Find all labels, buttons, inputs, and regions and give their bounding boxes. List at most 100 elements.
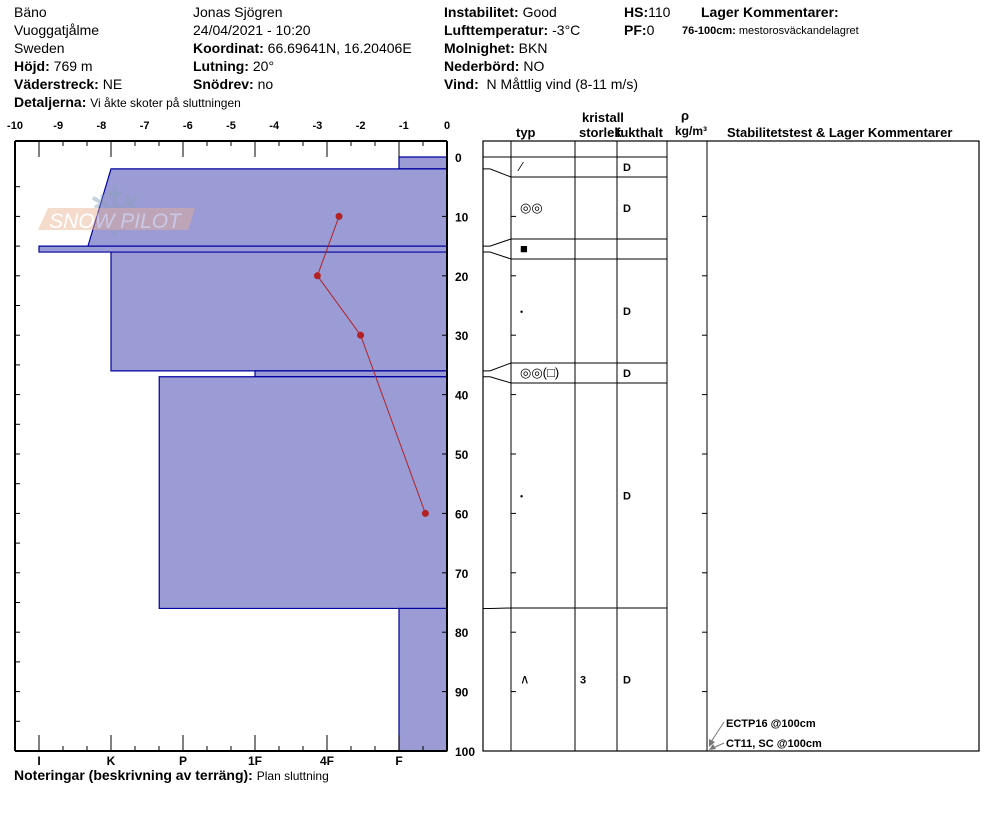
moisture: D [623,306,631,318]
grain-type-depth-hoar-icon: ∧ [520,672,530,687]
temp-tick-label: -3 [313,120,323,132]
layer-comment: 76-100cm: mestorosväckandelagret [682,23,859,39]
depth-tick-label: 40 [455,389,469,403]
precip-label: Nederbörd: [444,58,520,74]
moisture: D [623,491,631,503]
depth-tick-label: 90 [455,686,469,700]
depth-tick-label: 20 [455,270,469,284]
datetime: 24/04/2021 - 10:20 [193,22,311,38]
temp-tick-label: -4 [269,120,280,132]
stability-test-1: ECTP16 @100cm [726,718,816,730]
wind-label: Vind: [444,76,479,92]
notes-value: Plan sluttning [256,769,329,783]
hardness-tick-label: I [37,754,40,768]
aspect-label: Väderstreck: [14,76,99,92]
hardness-layer-6 [398,607,448,752]
elevation-value: 769 m [53,58,93,74]
temperature-point [335,212,343,220]
depth-tick-label: 70 [455,567,469,581]
wind-value: N Måttlig vind (8-11 m/s) [486,76,638,92]
precip-value: NO [523,58,545,74]
air-temp: Lufttemperatur: -3°C [444,22,580,38]
snowpilot-logo: ❄ SNOW PILOT [38,173,195,251]
header-size: storlek [579,125,622,140]
grain-type-melt-forms-faceted-icon: ◎◎(□) [520,365,559,380]
details-label: Detaljerna: [14,94,87,110]
sky: Molnighet: BKN [444,40,547,56]
hardness-layer-3 [110,251,448,372]
observer: Jonas Sjögren [193,4,283,20]
depth-tick-label: 30 [455,329,469,343]
temperature-point [421,509,429,517]
moisture: D [623,675,631,687]
elevation: Höjd: 769 m [14,58,93,74]
pf-label: PF: [624,22,647,38]
depth-tick-label: 50 [455,448,469,462]
grain-size: 3 [580,675,586,687]
stability-test-2: CT11, SC @100cm [726,738,822,750]
temp-tick-label: -5 [226,120,236,132]
header-moisture: fukthalt [616,125,664,140]
hs-value: 110 [648,4,671,20]
temp-tick-label: -1 [399,120,409,132]
details: Detaljerna: Vi åkte skoter på sluttninge… [14,94,241,111]
instability-label: Instabilitet: [444,4,519,20]
header-crystal: kristall [582,110,624,125]
drift: Snödrev: no [193,76,273,92]
hs-label: HS: [624,4,649,20]
instability-value: Good [522,4,557,20]
header-density: kg/m³ [675,124,707,138]
temp-tick-label: -6 [183,120,193,132]
header-rho: ρ [681,108,689,123]
layer-connector [483,251,512,260]
hs: HS:110 [624,4,670,20]
hardness-layer-5 [158,376,448,610]
grain-type-slash-icon: ⁄ [517,159,524,174]
airtemp-value: -3°C [552,22,581,38]
slope-label: Lutning: [193,58,249,74]
hardness-tick-label: 1F [248,754,262,768]
details-value: Vi åkte skoter på sluttningen [90,96,241,110]
instability: Instabilitet: Good [444,4,557,20]
layer-table [482,140,980,752]
hardness-tick-label: P [179,754,187,768]
hardness-tick-label: 4F [320,754,334,768]
hardness-layer-4 [254,370,448,378]
layer-comments-title: Lager Kommentarer: [701,4,839,20]
layer-connector [483,168,512,178]
depth-tick-label: 100 [455,745,475,759]
temperature-point [357,331,365,339]
arrow-icon [710,721,725,743]
grain-type-ice-icon: ■ [520,241,528,256]
layer-connector [483,376,512,384]
notes: Noteringar (beskrivning av terräng): Pla… [14,767,329,784]
coord-label: Koordinat: [193,40,264,56]
logo-text: SNOW PILOT [49,210,183,233]
location: Bäno [14,4,47,20]
moisture: D [623,368,631,380]
temp-tick-label: -7 [140,120,150,132]
aspect-value: NE [102,76,123,92]
header-comments: Stabilitetstest & Lager Kommentarer [727,125,952,140]
temp-tick-label: -10 [7,120,23,132]
layer-comment-text: mestorosväckandelagret [738,25,859,37]
hardness-tick-label: F [395,754,402,768]
sky-value: BKN [518,40,548,56]
header-type: typ [516,125,536,140]
aspect: Väderstreck: NE [14,76,122,92]
slope-value: 20° [252,58,275,74]
layer-connector [483,362,512,372]
temp-tick-label: 0 [444,120,450,132]
hardness-tick-label: K [107,754,116,768]
coord-value: 66.69641N, 16.20406E [267,40,412,56]
temp-tick-label: -2 [356,120,366,132]
layer-connector [483,238,512,247]
moisture: D [623,203,631,215]
depth-tick-label: 0 [455,151,462,165]
grain-type-dot-icon: • [520,492,523,502]
elevation-label: Höjd: [14,58,50,74]
pf: PF:0 [624,22,654,38]
drift-value: no [257,76,274,92]
drift-label: Snödrev: [193,76,254,92]
pf-value: 0 [646,22,655,38]
